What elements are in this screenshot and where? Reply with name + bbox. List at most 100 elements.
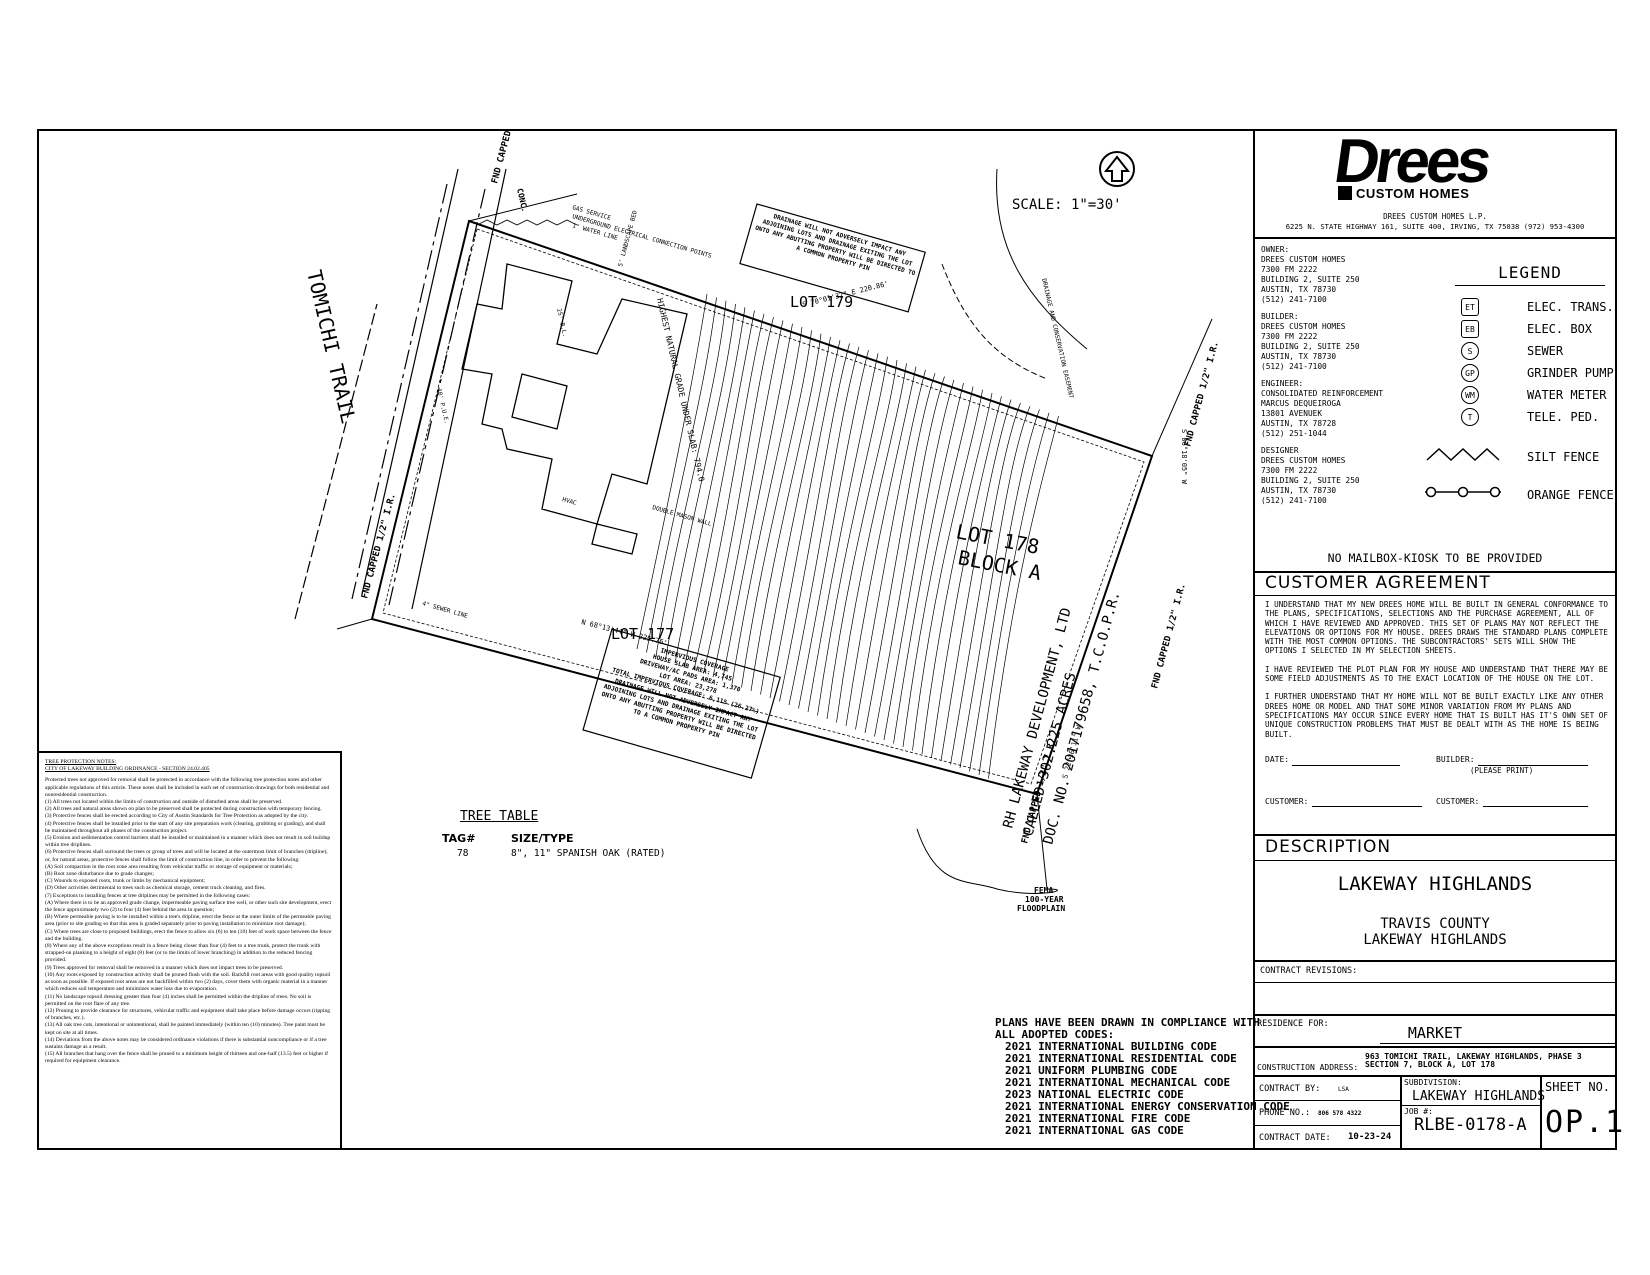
contact-line: (512) 241-7100	[1261, 295, 1327, 304]
contact-line: BUILDING 2, SUITE 250	[1261, 476, 1360, 485]
legend-silt-label: SILT FENCE	[1527, 450, 1600, 464]
sheet-number: OP.1	[1545, 1105, 1626, 1140]
contact-line: AUSTIN, TX 78730	[1261, 285, 1337, 294]
contact-line: CONSOLIDATED REINFORCEMENT	[1261, 389, 1384, 398]
contact-line: BUILDING 2, SUITE 250	[1261, 342, 1360, 351]
codes-heading-1: PLANS HAVE BEEN DRAWN IN COMPLIANCE WITH	[995, 1016, 1260, 1029]
legend-label: SEWER	[1527, 344, 1564, 358]
pue-label: 10' P.U.E.	[435, 388, 450, 425]
tree-notes-body: Protected trees not approved for removal…	[45, 777, 332, 1065]
contour-line	[788, 346, 860, 706]
contact-line: (512) 251-1044	[1261, 429, 1327, 438]
scale-label: SCALE: 1"=30'	[1012, 197, 1122, 213]
company-address: 6225 N. STATE HIGHWAY 161, SUITE 400, IR…	[1285, 222, 1585, 231]
legend-symbol-wm-icon: WM	[1461, 386, 1479, 404]
tree-note-item: (11) No landscape topsoil dressing great…	[45, 993, 312, 1007]
code-item: 2021 INTERNATIONAL BUILDING CODE	[1005, 1040, 1217, 1053]
electric-label: UNDERGROUND ELECTRICAL CONNECTION POINTS	[571, 213, 712, 260]
tree-note-item: (A) Where there is to be an approved gra…	[45, 899, 332, 914]
pin-label-2: FND CAPPED 1/2" I.R.	[360, 493, 398, 600]
legend-label: ELEC. BOX	[1527, 322, 1593, 336]
tree-note-item: Protected trees not approved for removal…	[45, 777, 330, 798]
house-footprint	[461, 263, 688, 555]
easement-label: DRAINAGE AND CONSERVATION EASEMENT	[1040, 278, 1075, 400]
contour-line	[883, 379, 955, 741]
contour-line	[665, 303, 736, 660]
tree-note-item: (15) All branches that hang over the fen…	[45, 1051, 329, 1065]
sewer-line-label: 4" SEWER LINE	[421, 600, 468, 620]
please-print-label: (PLEASE PRINT)	[1470, 766, 1534, 775]
description-title: DESCRIPTION	[1265, 837, 1392, 857]
logo-mark-icon	[1338, 186, 1352, 200]
tree-note-item: (7) Exceptions to installing fences at t…	[45, 892, 251, 899]
contour-line	[912, 389, 983, 751]
agreement-p3: I FURTHER UNDERSTAND THAT MY HOME WILL N…	[1265, 692, 1608, 739]
contract-date-label: CONTRACT DATE:	[1259, 1133, 1331, 1143]
contour-line	[636, 293, 708, 650]
building-line-label: 25' B.L.	[555, 308, 568, 338]
contact-line: DREES CUSTOM HOMES	[1261, 322, 1346, 331]
tree-note-item: (5) Erosion and sedimentation control ba…	[45, 835, 331, 849]
contour-line	[646, 297, 717, 653]
pin-label-3: FND CAPPED 1/2" I.R.	[1183, 341, 1221, 448]
contact-role: OWNER:	[1261, 245, 1290, 254]
code-item: 2023 NATIONAL ELECTRIC CODE	[1005, 1088, 1184, 1101]
tree-note-item: (3) Protective fences shall be erected a…	[45, 813, 309, 820]
logo-subtitle: CUSTOM HOMES	[1356, 186, 1470, 201]
code-item: 2021 INTERNATIONAL MECHANICAL CODE	[1005, 1076, 1231, 1089]
tree-table-col-tag: TAG#	[442, 832, 476, 845]
contour-line	[712, 320, 784, 678]
tree-note-item: (A) Soil compaction in the root zone are…	[45, 863, 293, 870]
fema-label: FEMA	[1034, 886, 1053, 895]
customer2-signature-line[interactable]	[1483, 806, 1588, 807]
contact-line: BUILDING 2, SUITE 250	[1261, 275, 1360, 284]
tree-note-item: (6) Protective fences shall surround the…	[45, 849, 328, 863]
contour-line	[760, 336, 831, 695]
codes-heading-2: ALL ADOPTED CODES:	[995, 1028, 1115, 1041]
contract-by-label: CONTRACT BY:	[1259, 1084, 1321, 1094]
contact-line: AUSTIN, TX 78730	[1261, 352, 1337, 361]
legend-symbol-eb-icon: EB	[1461, 320, 1479, 338]
tree-table-title: TREE TABLE	[460, 809, 539, 824]
contract-by-value: LSA	[1338, 1086, 1349, 1093]
tree-note-item: (8) Where any of the above exceptions re…	[45, 943, 321, 964]
pin-label-4: FND CAPPED 1/2" I.R.	[1150, 583, 1188, 690]
contour-line	[988, 416, 1059, 779]
revisions-label: CONTRACT REVISIONS:	[1260, 966, 1358, 976]
county-name: TRAVIS COUNTY	[1380, 916, 1490, 932]
subdivision-name: LAKEWAY HIGHLANDS	[1363, 932, 1507, 948]
contact-role: ENGINEER:	[1261, 379, 1304, 388]
date-signature-line[interactable]	[1292, 765, 1400, 766]
contact-line: MARCUS DEQUEIROGA	[1261, 399, 1341, 408]
contact-line: 7300 FM 2222	[1261, 265, 1318, 274]
company-logo: Drees	[1330, 127, 1493, 196]
customer1-signature-line[interactable]	[1312, 806, 1422, 807]
sheet-border	[37, 129, 1617, 1150]
contour-line	[750, 333, 822, 692]
tree-table-col-size: SIZE/TYPE	[511, 832, 574, 845]
tree-note-item: (B) Where permeable paving is to be inst…	[45, 914, 331, 928]
contour-line	[684, 310, 755, 667]
contour-line	[864, 373, 936, 734]
tree-note-item: (B) Root zone disturbance due to grade c…	[45, 871, 154, 878]
tree-note-item: (12) Pruning to provide clearance for st…	[45, 1007, 331, 1022]
agreement-text: I UNDERSTAND THAT MY NEW DREES HOME WILL…	[1265, 600, 1610, 739]
date-label: DATE:	[1265, 755, 1290, 764]
drainage-note-box: DRAINAGE WILL NOT ADVERSELY IMPACT ANY A…	[739, 203, 926, 313]
tree-notes-box: TREE PROTECTION NOTES: CITY OF LAKEWAY B…	[37, 751, 342, 1150]
legend-orange-label: ORANGE FENCE	[1527, 488, 1614, 502]
construction-line1: 963 TOMICHI TRAIL, LAKEWAY HIGHLANDS, PH…	[1365, 1052, 1582, 1061]
builder-signature-line[interactable]	[1478, 765, 1588, 766]
contact-line: DREES CUSTOM HOMES	[1261, 255, 1346, 264]
contour-line	[931, 396, 1002, 758]
street-name: TOMICHI TRAIL	[302, 268, 361, 426]
contour-line	[693, 313, 765, 671]
contour-line	[959, 406, 1031, 769]
contact-line: 7300 FM 2222	[1261, 332, 1318, 341]
contour-line	[950, 402, 1021, 765]
project-name: LAKEWAY HIGHLANDS	[1337, 873, 1533, 895]
orange-fence-icon	[1425, 486, 1501, 498]
fema-year-label: 100-YEAR	[1025, 895, 1064, 904]
